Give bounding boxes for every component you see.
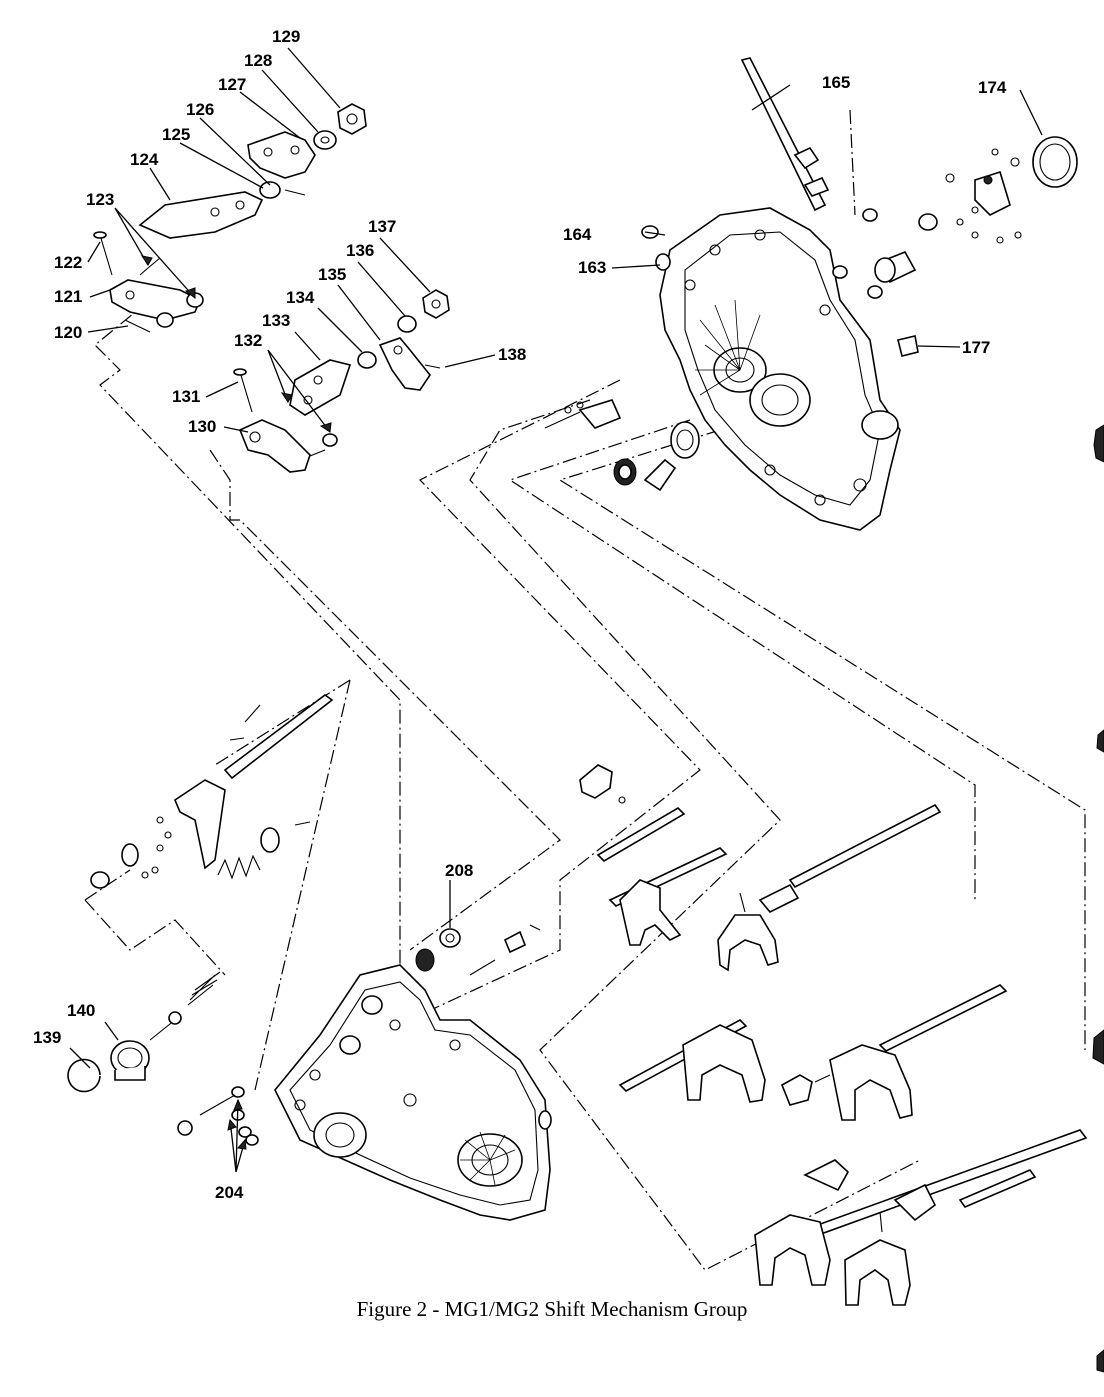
callout-130: 130: [188, 417, 216, 436]
callout-164: 164: [563, 225, 592, 244]
callout-135: 135: [318, 265, 346, 284]
binding-marks: [1092, 424, 1104, 1373]
callout-labels: 129 128 127 126 125 124 123 122 121 120 …: [33, 27, 1007, 1202]
callout-121: 121: [54, 287, 82, 306]
callout-140: 140: [67, 1001, 95, 1020]
callout-177: 177: [962, 338, 990, 357]
callout-122: 122: [54, 253, 82, 272]
arrowheads: [140, 255, 332, 1150]
callout-124: 124: [130, 150, 159, 169]
callout-204: 204: [215, 1183, 244, 1202]
callout-165: 165: [822, 73, 850, 92]
callout-123: 123: [86, 190, 114, 209]
figure-caption: Figure 2 - MG1/MG2 Shift Mechanism Group: [357, 1297, 748, 1321]
middle-lever-assembly: [233, 289, 450, 473]
callout-133: 133: [262, 311, 290, 330]
rear-case-half: [544, 57, 1078, 531]
callout-132: 132: [234, 331, 262, 350]
callout-163: 163: [578, 258, 606, 277]
callout-120: 120: [54, 323, 82, 342]
shift-rails-forks: [579, 764, 1088, 1306]
callout-129: 129: [272, 27, 300, 46]
callout-125: 125: [162, 125, 190, 144]
callout-137: 137: [368, 217, 396, 236]
callout-126: 126: [186, 100, 214, 119]
assembly-lines: [84, 109, 1086, 1271]
upper-lever-assembly: [93, 103, 367, 333]
callout-134: 134: [286, 288, 315, 307]
callout-174: 174: [978, 78, 1007, 97]
callout-131: 131: [172, 387, 200, 406]
callout-128: 128: [244, 51, 272, 70]
callout-136: 136: [346, 241, 374, 260]
detent-assembly: [67, 694, 334, 1093]
callout-138: 138: [498, 345, 526, 364]
front-case-half: [177, 924, 552, 1221]
callout-127: 127: [218, 75, 246, 94]
callout-208: 208: [445, 861, 473, 880]
callout-139: 139: [33, 1028, 61, 1047]
leader-lines: [69, 47, 1043, 1173]
